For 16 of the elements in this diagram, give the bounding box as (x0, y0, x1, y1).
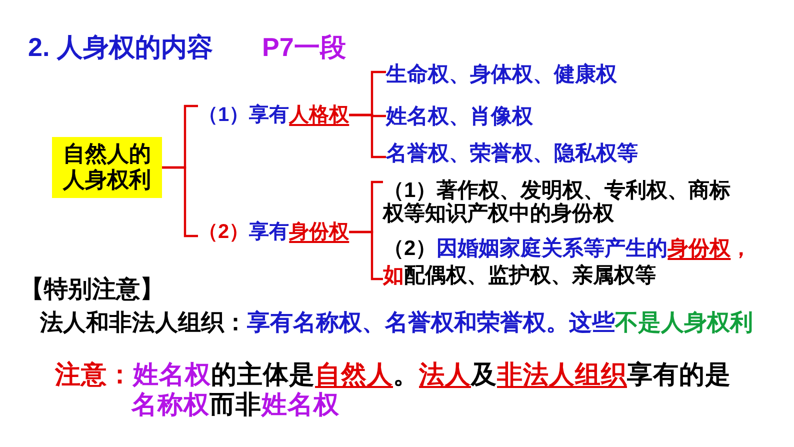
title: 2. 人身权的内容 (28, 31, 213, 63)
item-text: 姓名权、肖像权 (386, 104, 533, 129)
category-label: （2）享有身份权 (198, 220, 350, 244)
note-text: 法人和非法人组织：享有名称权、名誉权和荣誉权。这些不是人身权利 (40, 308, 753, 336)
item-text: 名誉权、荣誉权、隐私权等 (386, 141, 638, 166)
item-text: （2）因婚姻家庭关系等产生的身份权，如配偶权、监护权、亲属权等 (383, 235, 772, 289)
item-text: （1）著作权、发明权、专利权、商标权等知识产权中的身份权 (383, 179, 751, 225)
bracket-connector (349, 230, 383, 280)
section-heading: 【特别注意】 (20, 276, 164, 304)
topic-box: 自然人的人身权利 (52, 137, 162, 198)
item-text: 生命权、身体权、健康权 (386, 62, 617, 87)
bracket-connector (349, 114, 386, 158)
note-text: 注意：姓名权的主体是自然人。法人及非法人组织享有的是名称权而非姓名权 (55, 360, 732, 420)
category-label: （1）享有人格权 (198, 103, 350, 127)
page-reference: P7一段 (262, 31, 346, 63)
bracket-connector (162, 166, 198, 238)
